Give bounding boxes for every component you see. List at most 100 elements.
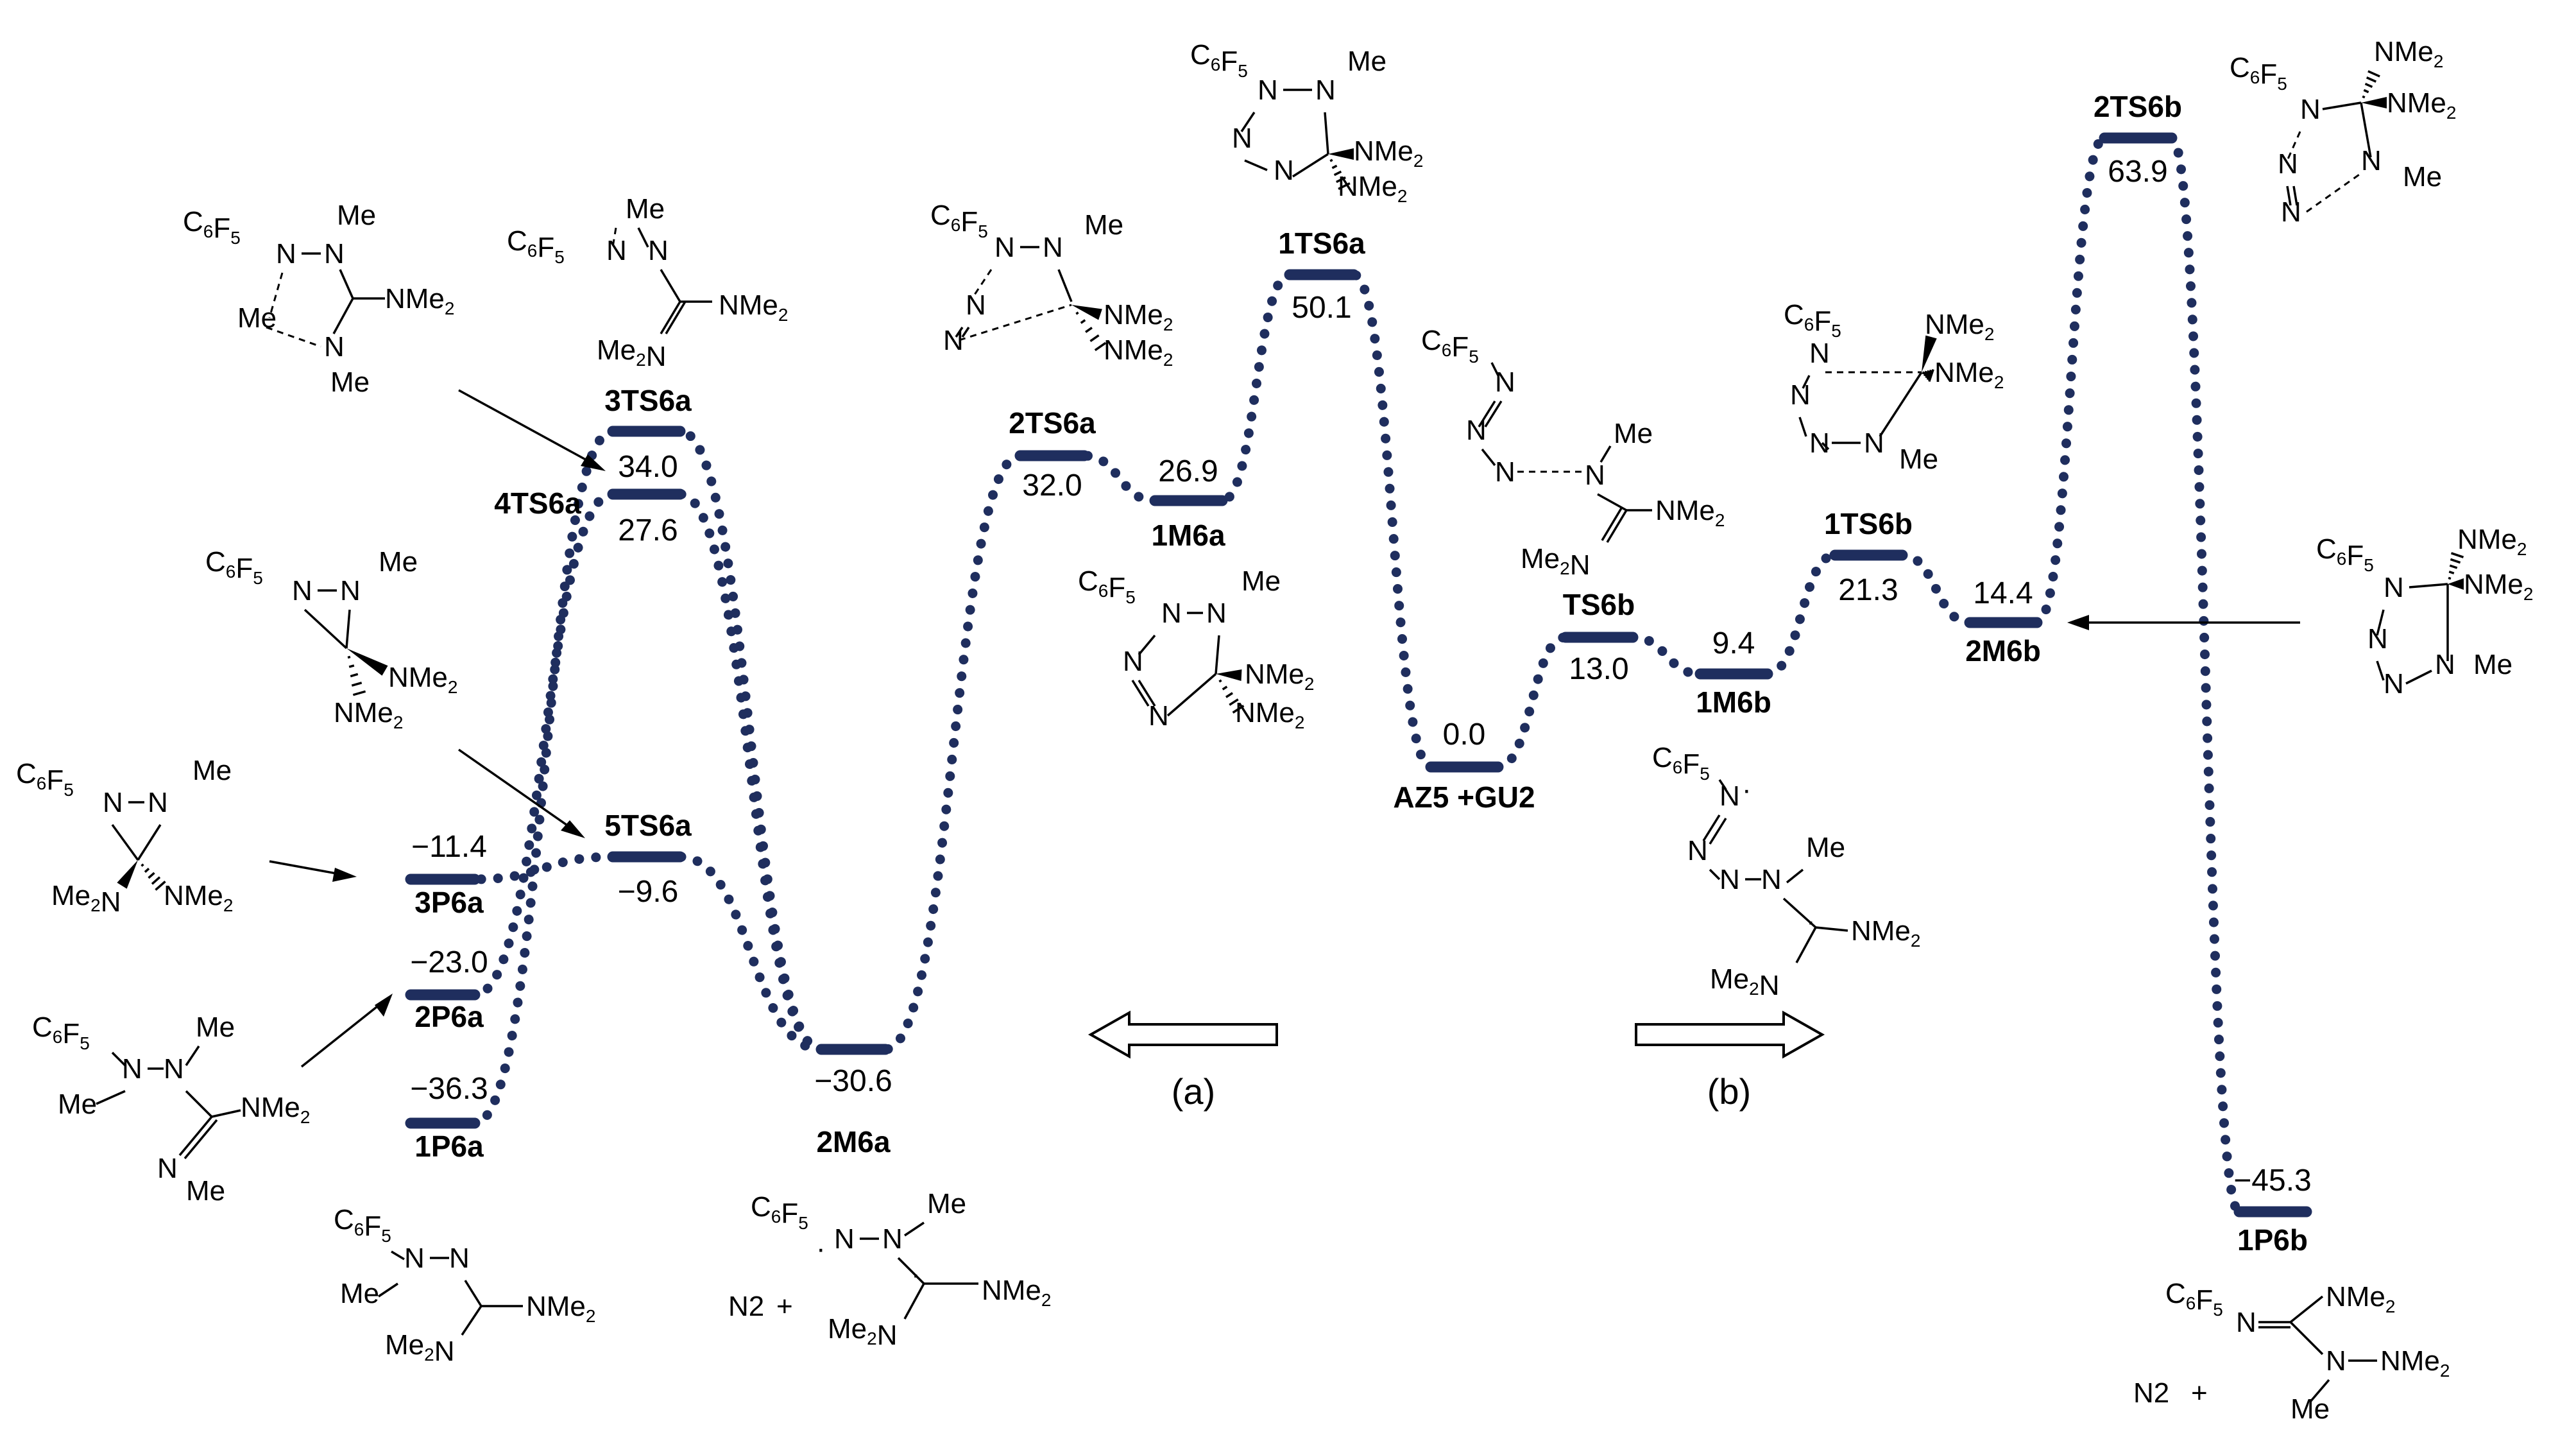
svg-text:N: N	[1864, 427, 1884, 459]
svg-text:C6F5: C6F5	[751, 1191, 808, 1233]
svg-text:N: N	[122, 1053, 142, 1085]
svg-text:N: N	[1148, 700, 1169, 732]
svg-text:C6F5: C6F5	[2316, 533, 2374, 575]
svg-text:N: N	[2384, 572, 2404, 603]
svg-text:N: N	[1315, 74, 1336, 106]
svg-text:N: N	[1161, 598, 1182, 629]
svg-text:Me: Me	[1084, 209, 1123, 241]
species-name-P3a: 3P6a	[414, 886, 484, 919]
svg-text:Me: Me	[1614, 418, 1653, 449]
svg-text:Me: Me	[927, 1188, 966, 1219]
svg-text:Me2N: Me2N	[385, 1329, 454, 1367]
svg-text:·: ·	[1806, 906, 1816, 937]
svg-text:Me: Me	[1806, 832, 1845, 863]
svg-text:Me: Me	[2473, 649, 2512, 680]
svg-text:N: N	[966, 289, 986, 321]
svg-text:NMe2: NMe2	[2326, 1281, 2395, 1316]
svg-text:NMe2: NMe2	[1245, 658, 1314, 694]
svg-text:Me: Me	[192, 755, 232, 786]
energy-value-TS1a: 50.1	[1292, 291, 1351, 325]
svg-text:N: N	[103, 787, 123, 818]
energy-value-P3a: −11.4	[411, 830, 487, 864]
svg-text:Me: Me	[1241, 565, 1281, 597]
svg-text:N: N	[606, 235, 627, 266]
species-name-M1a: 1M6a	[1151, 519, 1225, 552]
svg-text:NMe2: NMe2	[1104, 299, 1173, 334]
svg-text:N: N	[1258, 74, 1278, 106]
svg-text:N: N	[2281, 196, 2301, 228]
species-name-TS4a: 4TS6a	[494, 486, 581, 520]
svg-text:C6F5: C6F5	[205, 546, 263, 588]
path-TS3a-P1a	[470, 426, 618, 1128]
svg-text:N: N	[276, 238, 296, 270]
svg-text:NMe2: NMe2	[2457, 524, 2527, 559]
svg-text:N: N	[882, 1223, 903, 1255]
svg-text:N: N	[2367, 623, 2388, 655]
path-M2b-TS2b	[2032, 133, 2110, 628]
level-labels: −36.31P6a−23.02P6a−11.43P6a34.03TS6a27.6…	[410, 90, 2311, 1257]
svg-text:NMe2: NMe2	[1338, 171, 1407, 206]
species-name-M1b: 1M6b	[1696, 685, 1771, 719]
pointer-arrows	[269, 389, 2300, 1068]
energy-value-M1a: 26.9	[1158, 454, 1218, 488]
energy-value-TS1b: 21.3	[1838, 573, 1898, 607]
svg-text:+: +	[776, 1291, 793, 1322]
path-M2a-TS5a	[675, 852, 826, 1054]
svg-text:C6F5: C6F5	[16, 758, 74, 800]
species-name-P2a: 2P6a	[414, 1000, 484, 1033]
svg-text:N: N	[1274, 155, 1294, 186]
svg-text:N: N	[2361, 145, 2382, 176]
svg-text:Me2N: Me2N	[1710, 963, 1779, 1001]
path-M2a-TS3a	[675, 426, 826, 1054]
species-name-P1a: 1P6a	[414, 1130, 484, 1163]
svg-text:NMe2: NMe2	[2374, 36, 2443, 71]
svg-text:NMe2: NMe2	[1235, 697, 1304, 732]
svg-text:N: N	[1206, 598, 1227, 629]
svg-text:N: N	[157, 1153, 178, 1184]
path-TS2a-M2a	[880, 451, 1025, 1054]
energy-value-TS2a: 32.0	[1022, 469, 1082, 503]
svg-text:NMe2: NMe2	[388, 662, 457, 697]
svg-text:N: N	[1495, 366, 1515, 398]
svg-text:NMe2: NMe2	[1354, 135, 1423, 171]
svg-text:Me: Me	[340, 1278, 379, 1309]
svg-text:NMe2: NMe2	[1104, 334, 1173, 370]
svg-text:N: N	[404, 1243, 425, 1274]
svg-text:+: +	[2191, 1377, 2208, 1409]
svg-text:N2: N2	[728, 1291, 764, 1322]
svg-text:C6F5: C6F5	[32, 1011, 90, 1053]
svg-text:C6F5: C6F5	[1190, 39, 1248, 81]
svg-text:Me2N: Me2N	[1521, 543, 1590, 581]
species-name-TS2b: 2TS6b	[2094, 90, 2182, 123]
direction-label-a: (a)	[1172, 1071, 1215, 1112]
svg-text:N: N	[1809, 427, 1830, 459]
path-TS1a-M1a	[1217, 270, 1295, 506]
svg-text:·: ·	[1742, 774, 1752, 805]
svg-text:NMe2: NMe2	[334, 697, 403, 732]
energy-value-AZ: 0.0	[1443, 718, 1486, 752]
svg-text:N: N	[1761, 864, 1782, 895]
svg-text:N: N	[834, 1223, 855, 1255]
svg-text:N: N	[324, 331, 345, 363]
svg-text:NMe2: NMe2	[526, 1291, 595, 1326]
species-name-P1b: 1P6b	[2237, 1223, 2308, 1257]
svg-text:NMe2: NMe2	[2380, 1345, 2450, 1381]
svg-text:N: N	[1123, 646, 1143, 677]
energy-value-M2b: 14.4	[1973, 576, 2033, 610]
svg-text:Me: Me	[1899, 443, 1938, 475]
svg-text:NMe2: NMe2	[1655, 495, 1725, 530]
path-AZ-TSb	[1493, 632, 1571, 772]
energy-value-P1a: −36.3	[410, 1072, 488, 1106]
svg-text:Me: Me	[626, 193, 665, 225]
energy-value-TS2b: 63.9	[2108, 155, 2167, 189]
svg-text:Me: Me	[330, 366, 370, 398]
svg-text:·: ·	[816, 1233, 826, 1264]
species-name-TS1a: 1TS6a	[1278, 227, 1365, 260]
svg-text:C6F5: C6F5	[1421, 325, 1479, 366]
species-name-TSb: TS6b	[1563, 588, 1635, 621]
svg-text:NMe2: NMe2	[719, 289, 788, 325]
direction-arrow-a: (a)	[1088, 1010, 1278, 1112]
svg-text:Me: Me	[1347, 46, 1386, 77]
energy-value-P1b: −45.3	[2233, 1164, 2311, 1198]
